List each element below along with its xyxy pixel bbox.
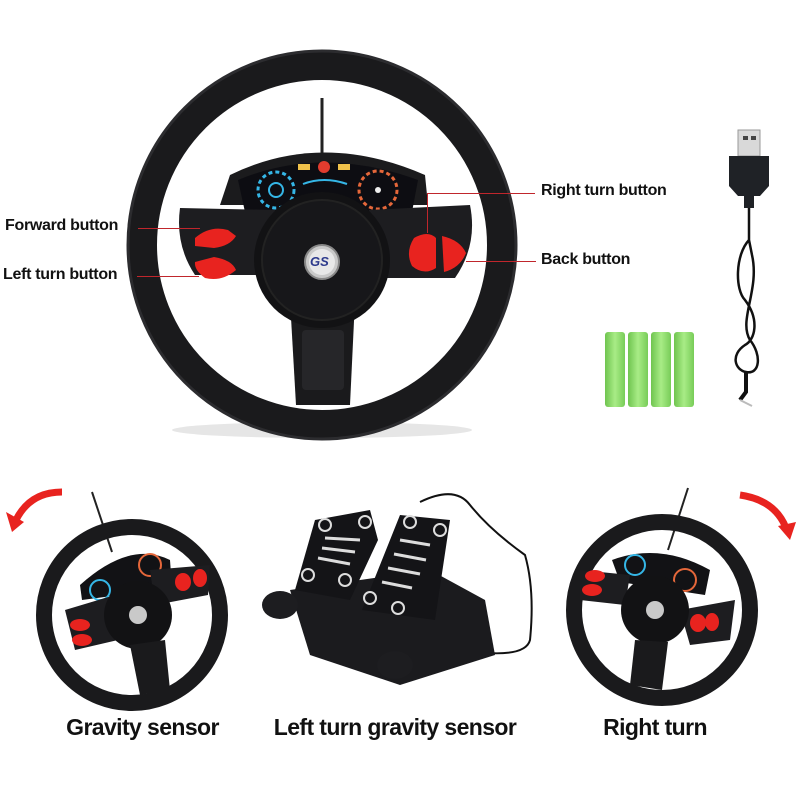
usb-charging-cable-icon (729, 129, 769, 407)
leader-line-forward (138, 228, 200, 229)
tilted-wheel-right-illustration (566, 487, 796, 706)
steering-wheel-illustration (126, 49, 518, 441)
wheel-logo: GS (310, 254, 329, 269)
caption-gravity-sensor: Gravity sensor (66, 714, 219, 740)
caption-left-turn-gravity-sensor: Left turn gravity sensor (273, 714, 517, 740)
foot-pedal-illustration (262, 493, 533, 685)
leader-line-left-turn (137, 276, 199, 277)
battery-icon (674, 332, 694, 407)
battery-icon (628, 332, 648, 407)
tilted-wheel-left-illustration (6, 488, 228, 711)
rotate-left-arrow-icon (12, 488, 63, 522)
callout-back-button: Back button (541, 251, 631, 268)
callout-right-turn-button: Right turn button (541, 182, 667, 199)
rotate-right-arrow-icon (739, 491, 790, 530)
panel-gravity-sensor: Gravity sensor (0, 470, 250, 750)
callout-forward-button: Forward button (5, 217, 119, 234)
leader-line-right-turn-vertical (427, 193, 428, 233)
battery-icon (605, 332, 625, 407)
panel-left-turn-gravity-sensor: Left turn gravity sensor (250, 480, 550, 750)
main-steering-wheel: GS Forward button Left turn button Right… (3, 49, 667, 441)
battery-icon (651, 332, 671, 407)
callout-left-turn-button: Left turn button (3, 266, 118, 283)
rechargeable-batteries (605, 332, 695, 410)
panel-right-turn: Right turn (550, 470, 800, 750)
leader-line-right-turn (427, 193, 535, 194)
leader-line-back (466, 261, 536, 262)
caption-right-turn: Right turn (603, 714, 707, 740)
